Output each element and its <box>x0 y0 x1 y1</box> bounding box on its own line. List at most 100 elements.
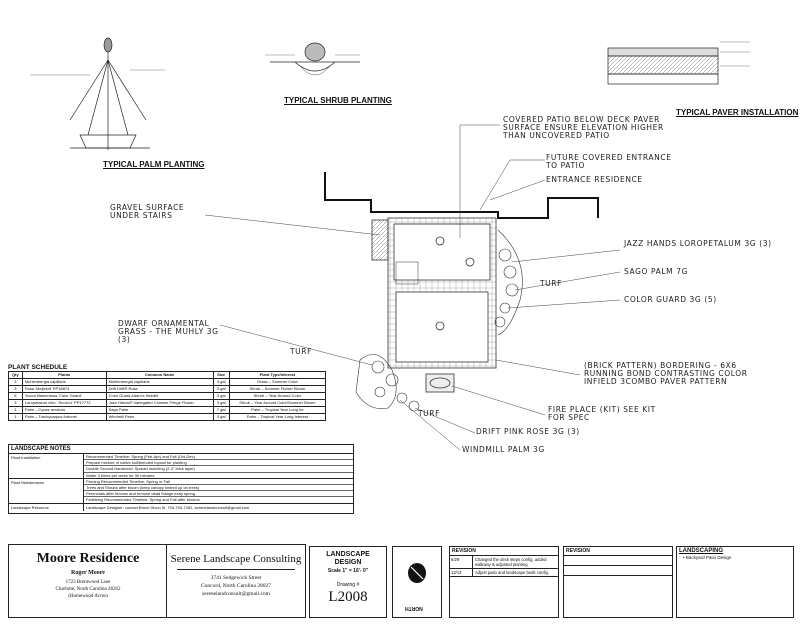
label-gravel-surface: GRAVEL SURFACE UNDER STAIRS <box>110 203 185 220</box>
area-name: (Homewood Acres) <box>68 594 108 599</box>
palm-planting-detail <box>30 37 165 150</box>
palm-detail-title: TYPICAL PALM PLANTING <box>103 160 205 169</box>
sheet-type: LANDSCAPE DESIGN <box>326 551 370 566</box>
address-line-1: 1723 Brentwood Lane <box>65 580 111 585</box>
firm-address-1: 3741 Sedgewick Street <box>210 575 262 581</box>
header-plants: Plants <box>21 371 107 379</box>
note-line: Landscape Designer: contact Bruce Dixon … <box>86 504 250 510</box>
owner-name: Roger Moore <box>71 570 105 576</box>
label-sago-palm: SAGO PALM 7G <box>624 267 688 276</box>
cell-qty: 1 <box>8 406 23 414</box>
landscape-notes-title: LANDSCAPE NOTES <box>9 445 353 454</box>
plant-schedule-table: Qty Plants Common Name Size Plant Type/I… <box>8 371 327 421</box>
notes-section-maintenance: Plant Maintenance Pruning Recommended Ti… <box>9 478 353 504</box>
revision-box: REVISION 6/29 Changed the deck steps con… <box>449 546 559 618</box>
cell-plant: Muhlenbergia capillaris <box>21 378 107 386</box>
landscape-notes: LANDSCAPE NOTES Plant Installation Recom… <box>8 444 354 514</box>
shrub-detail-title: TYPICAL SHRUB PLANTING <box>284 96 392 105</box>
header-qty: Qty <box>8 371 23 379</box>
cell-qty: 3 <box>8 399 23 407</box>
paver-detail-title: TYPICAL PAVER INSTALLATION <box>676 108 799 117</box>
cell-type: Grass – Summer Color <box>228 378 327 386</box>
note-line: Pruning Recommended Timeline: Spring or … <box>84 479 353 486</box>
label-drift-rose: DRIFT PINK ROSE 3G (3) <box>476 427 580 436</box>
address-line-2: Charlotte, North Carolina 28262 <box>55 587 121 592</box>
cell-common: Color Guard Adam's Needle <box>105 392 214 400</box>
note-line: Prepare mixture of native soil/blended t… <box>84 460 353 467</box>
cell-size: 3 gal <box>212 385 230 393</box>
revision-date: 12/13 <box>450 569 473 576</box>
cell-common: Muhlenbergia capillaris <box>105 378 214 386</box>
firm-info-box: Serene Landscape Consulting 3741 Sedgewi… <box>166 544 306 618</box>
revision-title-2: REVISION <box>564 547 672 556</box>
cell-size: 3 gal <box>212 413 230 421</box>
header-size: Size <box>212 371 230 379</box>
table-row: 1 Palm – Cycas revoluta Sago Palm 7 gal … <box>8 406 327 414</box>
plant-schedule-header-row: Qty Plants Common Name Size Plant Type/I… <box>8 371 327 379</box>
revision-date: 6/29 <box>450 556 473 568</box>
notes-section-installation: Plant Installation Recommended Timeline:… <box>9 454 353 479</box>
drawing-info-box: LANDSCAPE DESIGN Scale 1" = 16'- 0" Draw… <box>309 546 387 618</box>
plant-schedule-title: PLANT SCHEDULE <box>8 364 68 371</box>
cell-type: Shrub – Summer Flower Bloom <box>228 385 327 393</box>
cell-qty: 3 <box>8 385 23 393</box>
project-info-box: Moore Residence Roger Moore 1723 Brentwo… <box>8 544 168 618</box>
firm-name: Serene Landscape Consulting <box>170 553 302 565</box>
firm-address-2: Concord, North Carolina 28027 <box>201 583 271 589</box>
landscaping-title: LANDSCAPING <box>679 548 724 554</box>
drawing-number-label: Drawing # <box>336 582 360 589</box>
firm-email: serenelandconsult@gmail.com <box>202 591 270 597</box>
drawing-code: L2008 <box>328 589 368 606</box>
landscaping-item: • Backyard Patio Design <box>683 555 732 560</box>
table-row: 1 Palm – Trachycarpus fortunei Windmill … <box>8 413 327 421</box>
label-covered-patio: COVERED PATIO BELOW DECK PAVER SURFACE E… <box>503 115 664 140</box>
cell-common: Windmill Palm <box>105 413 214 421</box>
table-row: 3 Loropetalum chin. 'Snolor1' PP17772 Ja… <box>8 399 327 407</box>
notes-section-label: Plant Maintenance <box>9 478 84 503</box>
label-turf-west: TURF <box>290 347 312 356</box>
drawing-scale: Scale 1" = 16'- 0" <box>327 568 369 575</box>
plant-schedule: PLANT SCHEDULE Qty Plants Common Name Si… <box>8 364 327 421</box>
note-line: Recommended Timeline: Spring (Feb-Apr) a… <box>84 454 353 461</box>
cell-type: Palm – Tropical Year Long Int <box>228 406 327 414</box>
cell-type: Palm – Tropical Year Long Interest <box>228 413 327 421</box>
cell-size: 3 gal <box>212 378 230 386</box>
label-windmill-palm: WINDMILL PALM 3G <box>462 445 545 454</box>
cell-common: Jazz Hands® Variegated Chinese Fringe Fl… <box>105 399 214 407</box>
note-line: Fertilizing Recommended Timeline: Spring… <box>86 497 200 503</box>
notes-section-label: Plant Installation <box>9 454 84 478</box>
cell-size: 3 gal <box>212 399 230 407</box>
plant-beds <box>355 229 523 412</box>
north-arrow-icon <box>408 563 426 583</box>
paver-installation-detail <box>607 41 750 85</box>
project-name: Moore Residence <box>36 551 140 566</box>
note-line: Water 3 times per week for 30 minutes <box>86 472 155 478</box>
leader-lines <box>204 124 621 451</box>
revision-box-2: REVISION <box>563 546 673 618</box>
cell-type: Shrub – Year Around Color/Summer Bloom <box>228 399 327 407</box>
cell-common: Sago Palm <box>105 406 214 414</box>
landscaping-box: LANDSCAPING • Backyard Patio Design <box>676 546 794 618</box>
label-jazz-hands: JAZZ HANDS LOROPETALUM 3G (3) <box>624 239 772 248</box>
north-arrow-box: NORTH <box>392 546 442 618</box>
revision-desc: Changed the deck steps config, added wal… <box>475 557 547 567</box>
label-fire-place: FIRE PLACE (KIT) SEE KIT FOR SPEC <box>548 405 656 422</box>
table-row: 5 Yucca filamentosa 'Color Guard' Color … <box>8 392 327 400</box>
cell-plant: Rosa 'Meijekrit' PP18874 <box>21 385 107 393</box>
cell-plant: Loropetalum chin. 'Snolor1' PP17772 <box>21 399 107 407</box>
note-line: Perennials after blooms and remove dead … <box>84 491 353 498</box>
cell-plant: Palm – Cycas revoluta <box>21 406 107 414</box>
header-plant-type: Plant Type/Interest <box>228 371 327 379</box>
table-row: 3 Muhlenbergia capillaris Muhlenbergia c… <box>8 378 327 386</box>
label-dwarf-grass: DWARF ORNAMENTAL GRASS - THE MUHLY 3G (3… <box>118 319 219 344</box>
revision-row: 12/13 Adjust patio and landscape beds co… <box>450 569 558 577</box>
revision-desc: Adjust patio and landscape beds config. <box>475 570 550 575</box>
label-future-entrance: FUTURE COVERED ENTRANCE TO PATIO <box>546 153 672 170</box>
revision-row: 6/29 Changed the deck steps config, adde… <box>450 556 558 569</box>
cell-plant: Yucca filamentosa 'Color Guard' <box>21 392 107 400</box>
cell-type: Shrub – Year Around Color <box>228 392 327 400</box>
label-color-guard: COLOR GUARD 3G (5) <box>624 295 717 304</box>
notes-section-label: Landscape Resource <box>9 503 84 511</box>
cell-common: Drift Drift® Rose <box>105 385 214 393</box>
